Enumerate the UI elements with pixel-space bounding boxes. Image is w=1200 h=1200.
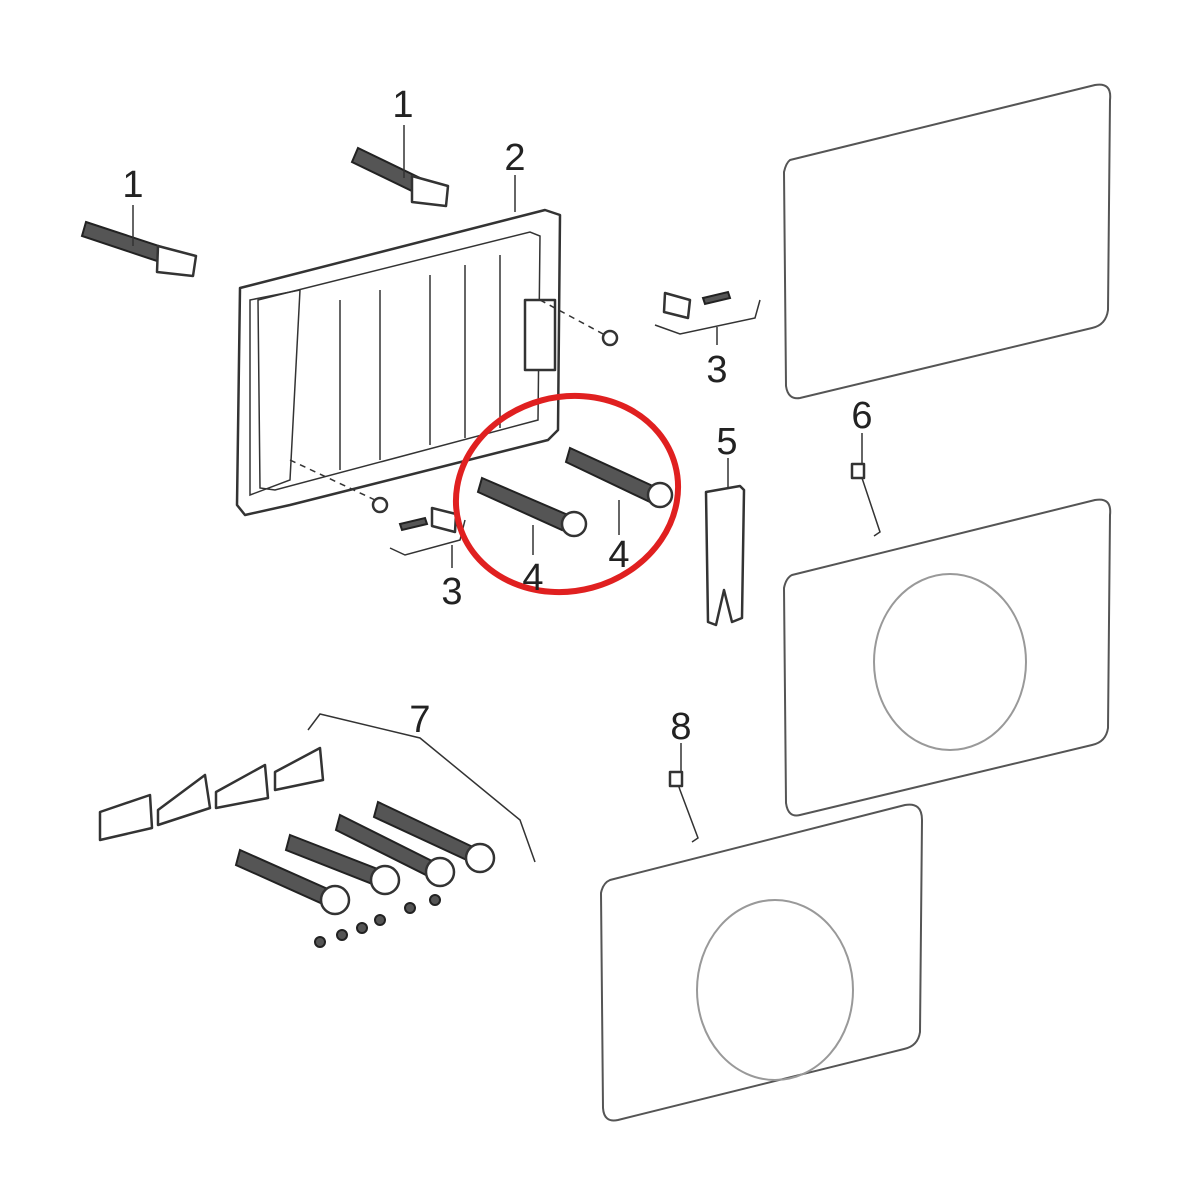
label-part-3-left: 3: [441, 571, 462, 613]
flush-plate-round-button-1: [782, 498, 1112, 817]
part-4-rod-right: [564, 446, 674, 535]
flush-plate-round-button-2: [599, 803, 924, 1122]
part-3-clip-set-left: [389, 506, 466, 568]
highlight-circle: [452, 392, 682, 596]
cover-plate-blank: [782, 83, 1112, 400]
label-part-1-left: 1: [122, 164, 143, 206]
part-8-spring: [668, 743, 699, 843]
part-1-bolt-left: [80, 205, 198, 278]
label-part-4-right: 4: [608, 534, 629, 576]
part-3-clip-set-right: [654, 290, 761, 345]
label-part-7: 7: [409, 699, 430, 741]
label-part-3-right: 3: [706, 349, 727, 391]
part-1-bolt-top: [350, 125, 450, 208]
part-2-mounting-frame: [235, 175, 619, 517]
part-5-guide: [704, 458, 746, 627]
label-part-5: 5: [716, 421, 737, 463]
label-part-8: 8: [670, 706, 691, 748]
label-part-4-left: 4: [522, 557, 543, 599]
label-part-6: 6: [851, 395, 872, 437]
part-4-rod-left: [476, 476, 588, 555]
label-part-1-top: 1: [392, 84, 413, 126]
label-part-2: 2: [504, 137, 525, 179]
part-7-fixing-set: [98, 713, 536, 948]
part-6-spring: [850, 433, 881, 537]
